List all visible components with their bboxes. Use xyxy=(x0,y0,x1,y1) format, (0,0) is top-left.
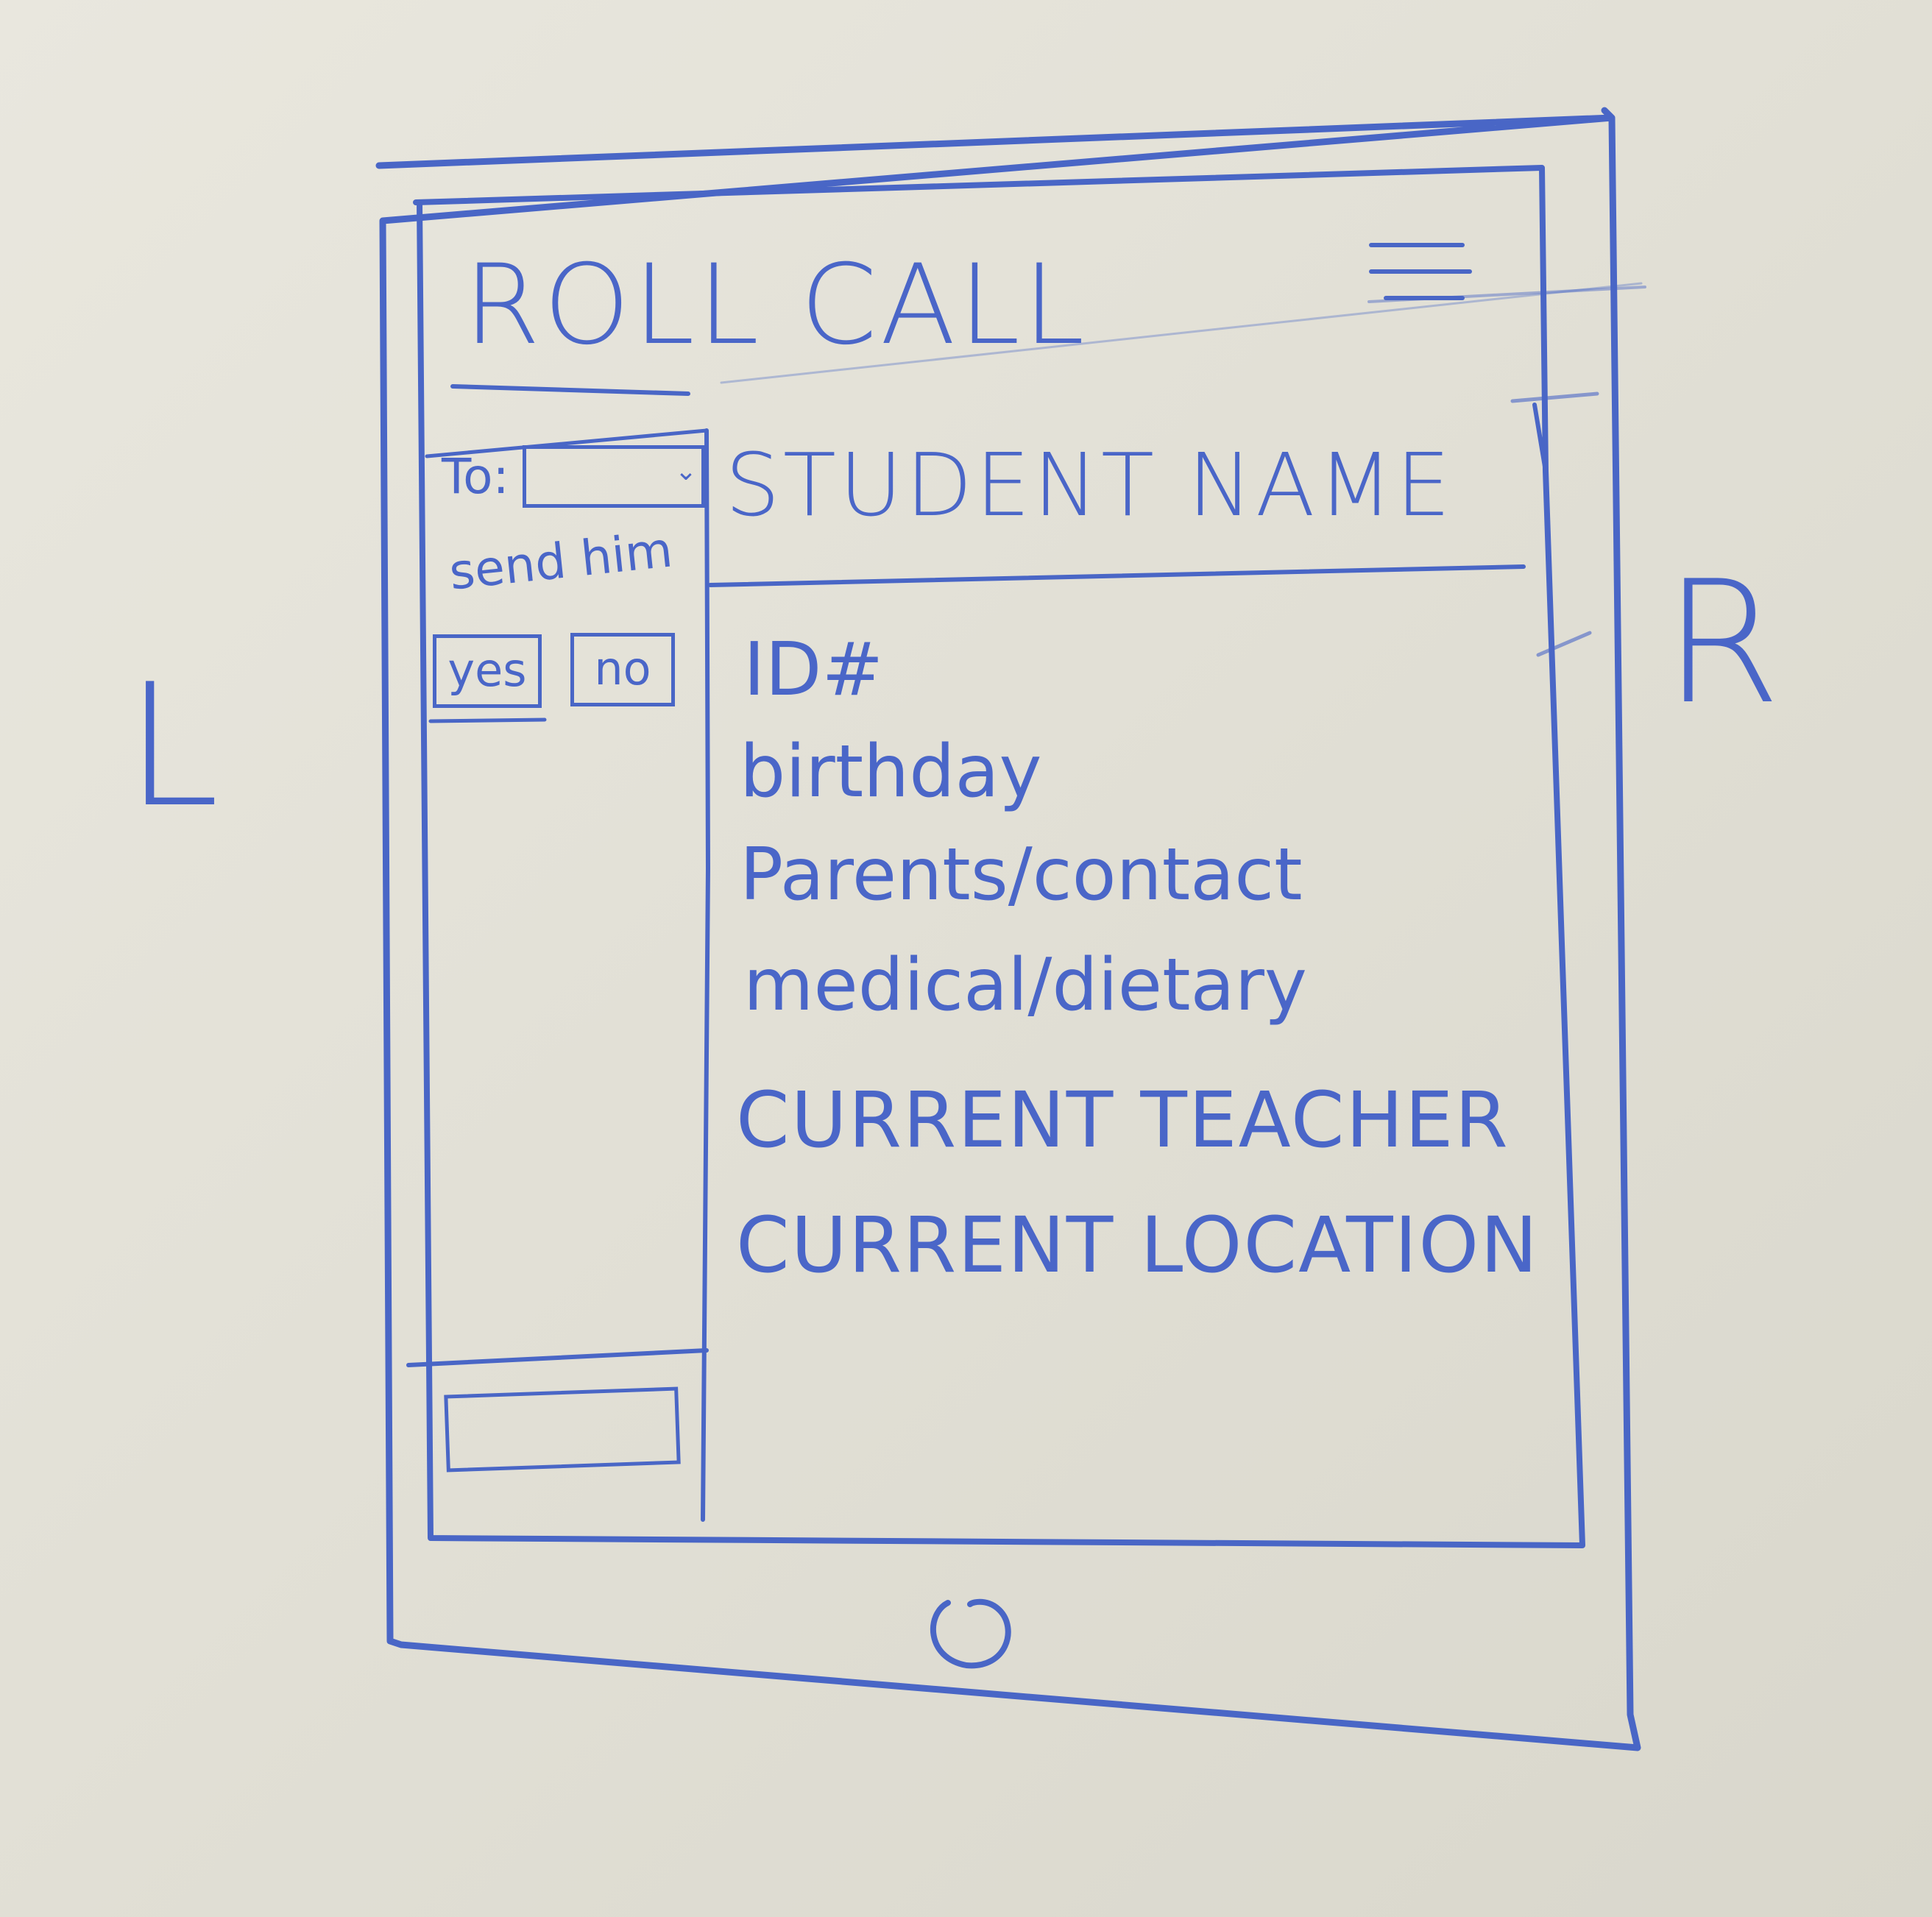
field-current-location: CURRENT LOCATION xyxy=(736,1200,1539,1290)
chevron-down-icon: ⌄ xyxy=(674,456,697,486)
recipient-dropdown[interactable]: ⌄ xyxy=(523,445,705,508)
buttons-underline xyxy=(428,717,547,723)
student-name: STUDENT NAME xyxy=(725,434,1454,536)
field-id: ID# xyxy=(743,626,884,712)
smudge-line-4 xyxy=(1536,631,1592,657)
field-current-teacher: CURRENT TEACHER xyxy=(736,1075,1510,1165)
tablet-frame xyxy=(375,107,1641,1751)
home-button-icon[interactable] xyxy=(919,1588,1022,1676)
app-title: ROLL CALL xyxy=(464,241,1088,369)
sidebar-top-line xyxy=(425,428,709,458)
message-input[interactable] xyxy=(444,1386,681,1473)
field-parents-contact: Parents/contact xyxy=(740,833,1303,917)
student-name-divider xyxy=(708,564,1526,587)
field-birthday: birthday xyxy=(740,730,1042,814)
sidebar-divider xyxy=(701,428,710,1522)
field-medical-dietary: medical/dietary xyxy=(743,943,1307,1027)
right-side-label: R xyxy=(1663,545,1781,742)
to-label: To: xyxy=(442,448,509,505)
header-divider xyxy=(450,384,690,396)
compose-divider xyxy=(406,1348,709,1367)
hamburger-menu-icon[interactable] xyxy=(1369,243,1472,346)
yes-button[interactable]: yes xyxy=(433,634,542,708)
smudge-line xyxy=(720,282,1643,384)
no-button[interactable]: no xyxy=(570,633,675,706)
smudge-line-3 xyxy=(1510,391,1599,403)
tablet-screen-frame xyxy=(413,165,1585,1548)
left-side-label: L xyxy=(125,648,220,845)
screen-right-edge xyxy=(1532,403,1548,473)
